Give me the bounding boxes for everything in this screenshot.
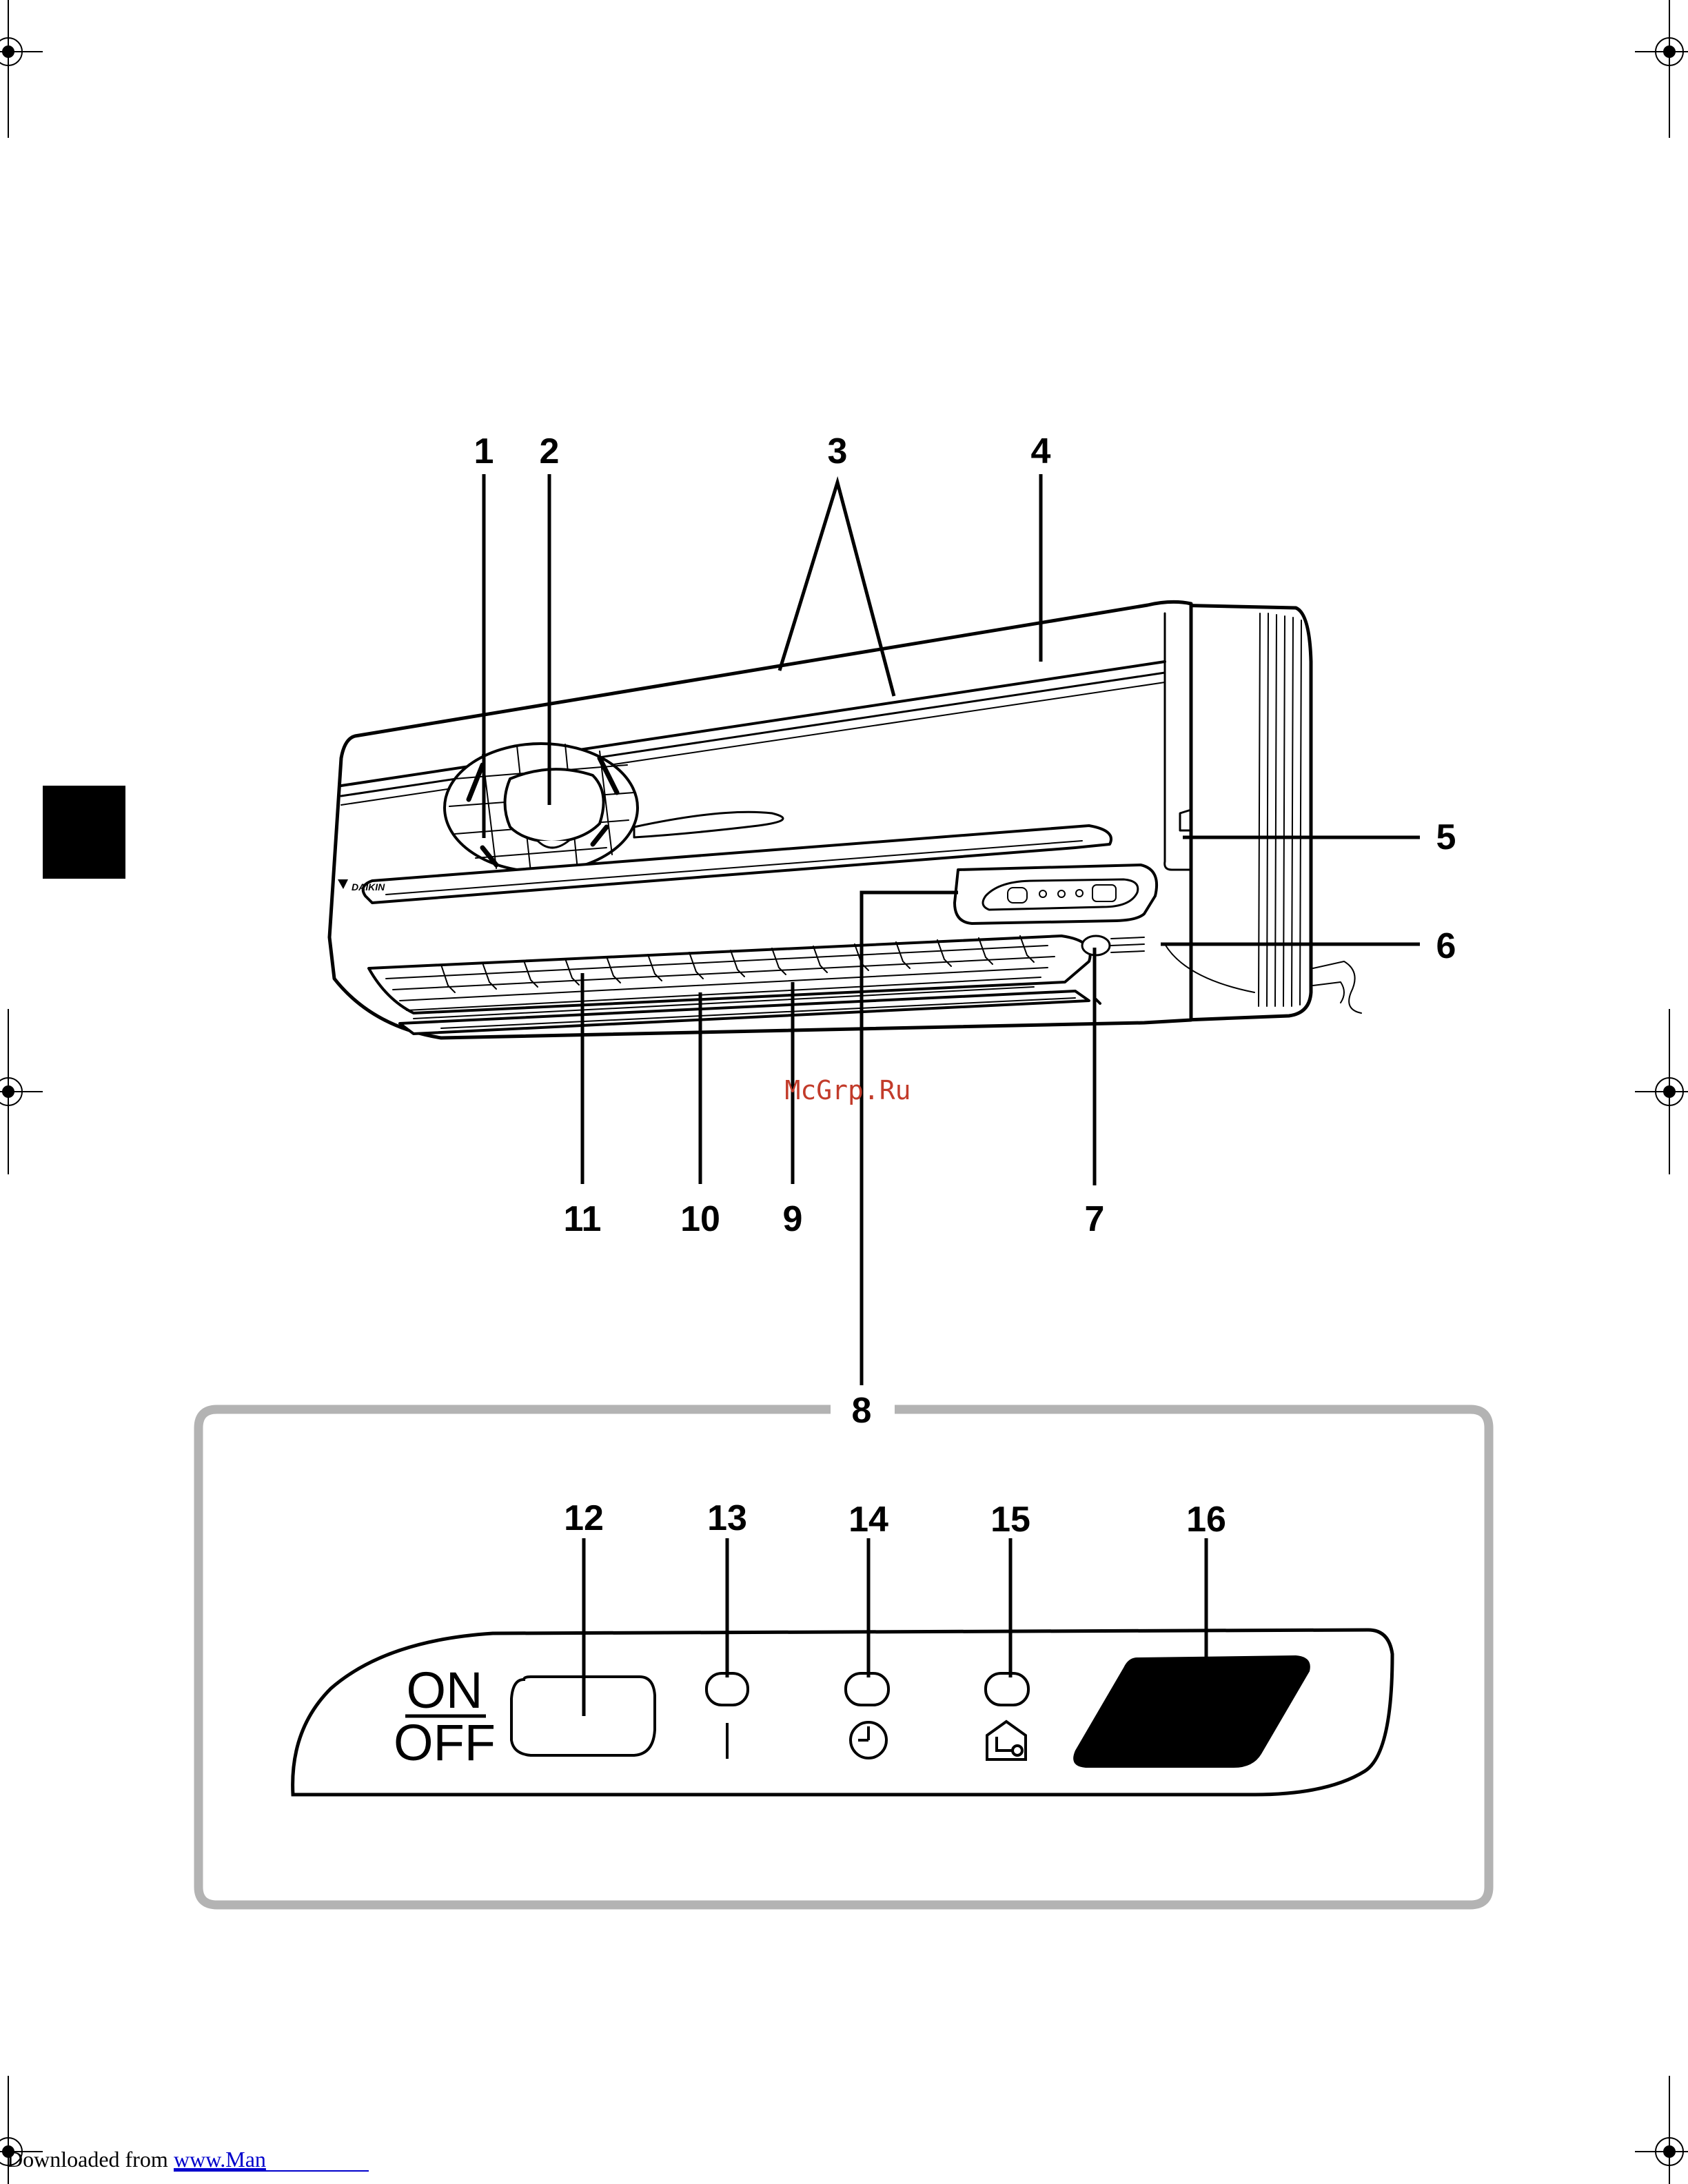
lamp-small (1076, 890, 1083, 897)
callout-3: 3 (828, 431, 848, 471)
callout-6: 6 (1436, 926, 1456, 966)
watermark-text: McGrp.Ru (784, 1075, 911, 1105)
callout-11: 11 (564, 1199, 602, 1239)
callout-2: 2 (540, 431, 560, 471)
piping-outline (1313, 961, 1361, 1013)
off-label: OFF (394, 1714, 496, 1771)
callout-4: 4 (1031, 431, 1051, 471)
footer-link[interactable]: www.Man (174, 2147, 266, 2172)
registration-mark-icon (1635, 0, 1688, 138)
callout-16: 16 (1186, 1500, 1226, 1540)
on-label: ON (407, 1662, 483, 1719)
deodorizing-filter (505, 769, 604, 842)
callout-15: 15 (990, 1500, 1030, 1540)
registration-mark-icon (1635, 2076, 1688, 2184)
lamp-small (1058, 890, 1065, 897)
receiver-small (1092, 885, 1116, 901)
side-tab-marker (43, 786, 125, 879)
operation-lamp-icon (706, 1673, 748, 1705)
lamp-small (1039, 890, 1046, 897)
callout-13: 13 (707, 1498, 747, 1538)
callout-10: 10 (680, 1199, 720, 1239)
callout-1: 1 (474, 431, 494, 471)
registration-mark-icon (1635, 1009, 1688, 1174)
callout-7: 7 (1085, 1199, 1105, 1239)
registration-mark-icon (0, 0, 43, 138)
callout-9: 9 (783, 1199, 803, 1239)
timer-lamp (846, 1673, 888, 1705)
home-leave-lamp (986, 1673, 1028, 1705)
onoff-switch-small (1008, 888, 1027, 903)
registration-mark-icon (0, 1009, 43, 1174)
piping-outline (1313, 982, 1344, 1003)
callout-8: 8 (852, 1391, 872, 1431)
callout-12: 12 (564, 1498, 604, 1538)
callout-14: 14 (848, 1500, 888, 1540)
brand-label: DAIKIN (352, 881, 385, 892)
callout-5: 5 (1436, 817, 1456, 857)
footer-text: Downloaded from (7, 2147, 168, 2172)
